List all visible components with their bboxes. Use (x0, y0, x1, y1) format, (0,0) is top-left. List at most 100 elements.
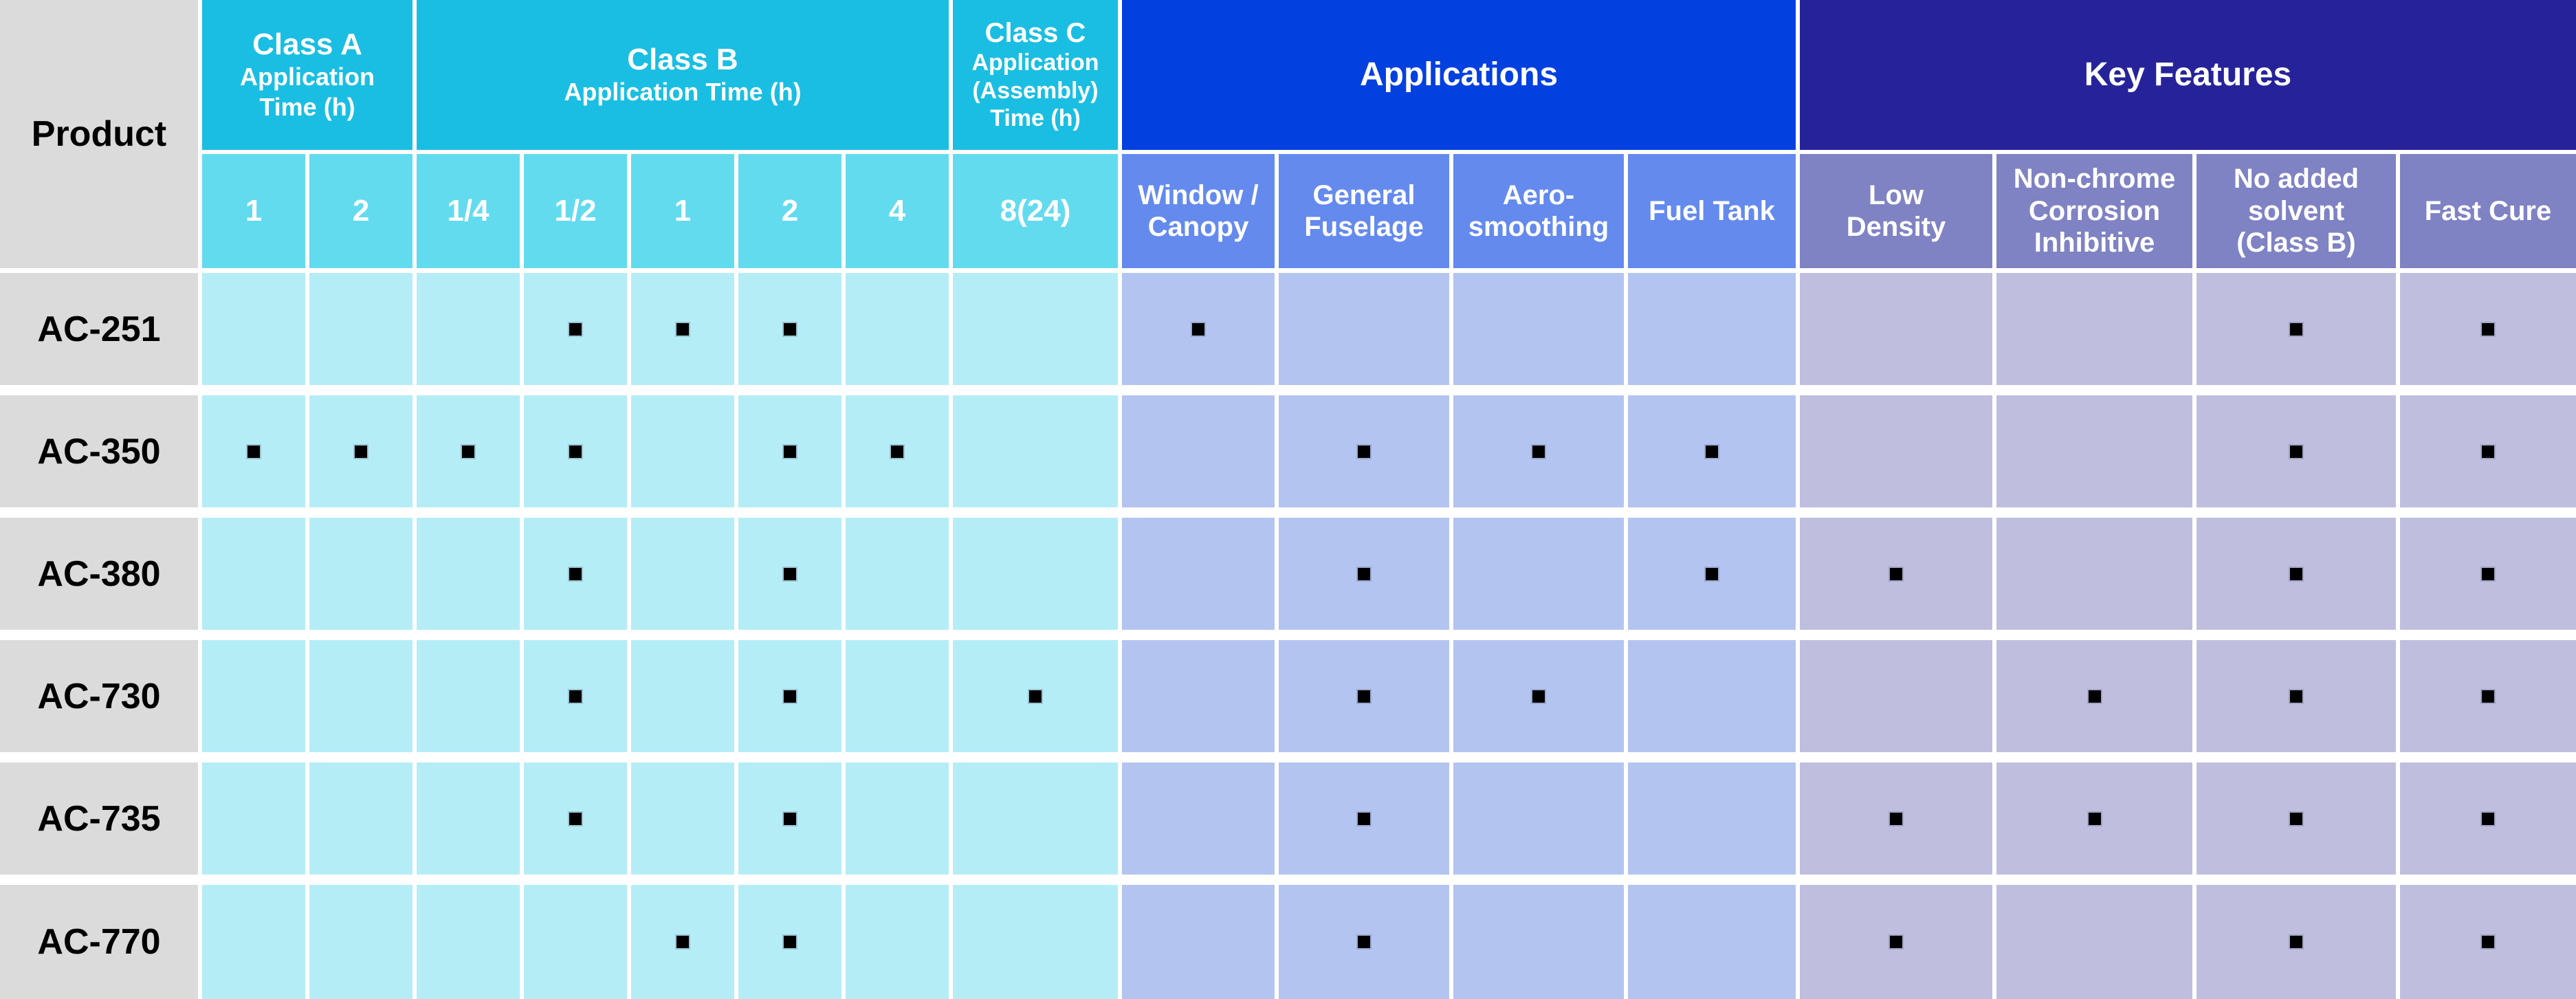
dot-cell (2400, 640, 2576, 752)
group-header-class-a: Class A Application Time (h) (202, 0, 412, 150)
table-row: AC-380 (0, 518, 2576, 630)
dot-marker (2088, 812, 2101, 825)
dot-marker (1358, 567, 1370, 580)
dot-cell (1996, 273, 2192, 385)
dot-cell (2197, 762, 2396, 875)
dot-cell (738, 273, 841, 385)
subheader-class-b-1h: 1 (631, 154, 734, 268)
dot-cell (1122, 395, 1275, 507)
dot-marker (784, 812, 796, 825)
dot-cell (846, 518, 949, 630)
subheader-class-b-half-h: 1/2 (524, 154, 627, 268)
row-label: AC-770 (0, 885, 198, 999)
row-label: AC-730 (0, 640, 198, 752)
dot-cell (524, 885, 627, 999)
dot-cell (631, 640, 734, 752)
dot-cell (1800, 518, 1992, 630)
row-label: AC-735 (0, 762, 198, 875)
dot-cell (846, 273, 949, 385)
row-label: AC-380 (0, 518, 198, 630)
dot-cell (631, 762, 734, 875)
dot-cell (2197, 518, 2396, 630)
group-header-class-c: Class C Application (Assembly) Time (h) (953, 0, 1118, 150)
dot-cell (846, 885, 949, 999)
dot-marker (891, 445, 903, 458)
dot-marker (2290, 322, 2302, 336)
dot-cell (524, 762, 627, 875)
dot-marker (1358, 936, 1370, 948)
dot-marker (2482, 567, 2494, 580)
dot-marker (2290, 690, 2302, 703)
dot-marker (1532, 445, 1545, 458)
dot-marker (569, 322, 582, 336)
dot-cell (309, 885, 412, 999)
dot-cell (1996, 395, 2192, 507)
dot-cell (1800, 762, 1992, 875)
group-title: Applications (1359, 56, 1559, 94)
dot-cell (1453, 518, 1624, 630)
dot-cell (1122, 885, 1275, 999)
dot-marker (2482, 936, 2494, 948)
dot-marker (2290, 567, 2302, 580)
dot-cell (2400, 762, 2576, 875)
dot-cell (1628, 762, 1796, 875)
dot-cell (738, 395, 841, 507)
dot-marker (1890, 936, 1902, 948)
dot-cell (1453, 640, 1624, 752)
dot-marker (2482, 322, 2494, 336)
dot-cell (846, 640, 949, 752)
dot-cell (202, 640, 305, 752)
dot-cell (1279, 518, 1449, 630)
row-label: AC-251 (0, 273, 198, 385)
table-row: AC-350 (0, 395, 2576, 507)
dot-cell (1279, 273, 1449, 385)
dot-cell (1996, 518, 2192, 630)
dot-cell (1800, 395, 1992, 507)
dot-marker (676, 936, 689, 948)
dot-cell (953, 640, 1118, 752)
dot-marker (2290, 445, 2302, 458)
dot-cell (417, 395, 520, 507)
subheader-aero-smoothing: Aero- smoothing (1453, 154, 1624, 268)
product-header-cell: Product (0, 0, 198, 268)
subheader-class-a-1h: 1 (202, 154, 305, 268)
group-subtitle: Application Time (h) (240, 63, 375, 122)
dot-marker (1358, 445, 1370, 458)
dot-cell (524, 640, 627, 752)
dot-cell (1628, 885, 1796, 999)
dot-cell (417, 762, 520, 875)
dot-cell (202, 762, 305, 875)
dot-cell (417, 273, 520, 385)
dot-marker (784, 445, 796, 458)
dot-marker (2290, 812, 2302, 825)
dot-cell (202, 518, 305, 630)
dot-marker (569, 445, 582, 458)
dot-cell (2400, 885, 2576, 999)
dot-marker (247, 445, 260, 458)
dot-marker (1706, 567, 1718, 580)
dot-marker (2482, 812, 2494, 825)
dot-marker (784, 322, 796, 336)
dot-cell (738, 640, 841, 752)
dot-marker (2482, 445, 2494, 458)
dot-marker (784, 567, 796, 580)
dot-cell (309, 273, 412, 385)
dot-cell (1628, 395, 1796, 507)
group-subtitle: Application (Assembly) Time (h) (971, 49, 1099, 132)
subheader-fast-cure: Fast Cure (2400, 154, 2576, 268)
dot-marker (1890, 812, 1902, 825)
subheader-class-a-2h: 2 (309, 154, 412, 268)
dot-cell (1996, 762, 2192, 875)
subheader-window-canopy: Window / Canopy (1122, 154, 1275, 268)
dot-marker (784, 690, 796, 703)
dot-cell (524, 273, 627, 385)
dot-marker (2482, 690, 2494, 703)
subheader-general-fuselage: General Fuselage (1279, 154, 1449, 268)
dot-cell (1279, 395, 1449, 507)
dot-cell (2197, 395, 2396, 507)
dot-cell (309, 640, 412, 752)
dot-cell (1122, 273, 1275, 385)
dot-cell (953, 273, 1118, 385)
dot-cell (309, 762, 412, 875)
